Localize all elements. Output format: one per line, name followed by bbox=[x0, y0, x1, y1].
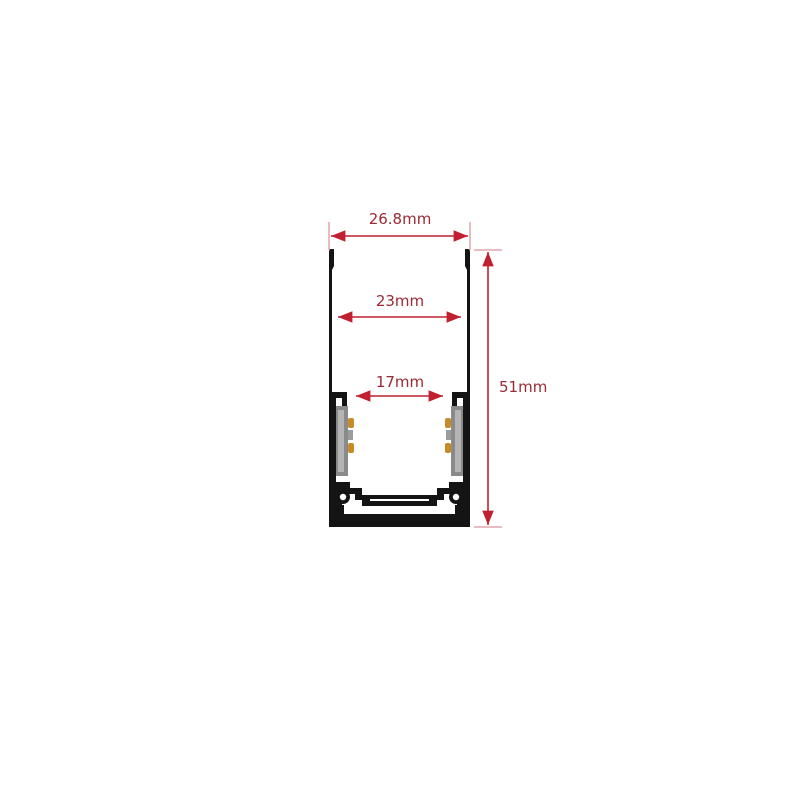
profile-ledge-left bbox=[336, 482, 362, 500]
contact-right-top bbox=[445, 418, 451, 428]
screw-hole-left bbox=[339, 493, 347, 501]
screw-channel-holes bbox=[339, 493, 460, 501]
insert-right-step bbox=[446, 430, 451, 440]
conductor-insert-right bbox=[445, 406, 463, 476]
profile-left-wall bbox=[329, 249, 347, 527]
contact-left-bottom bbox=[348, 443, 354, 453]
dimension-lines bbox=[331, 230, 494, 525]
profile-right-wall bbox=[452, 249, 470, 527]
dim-label-height: 51mm bbox=[499, 378, 547, 396]
dim-label-outer-width: 26.8mm bbox=[369, 210, 432, 228]
profile-base bbox=[336, 505, 463, 527]
insert-left-step bbox=[348, 430, 353, 440]
profile-ledge-right bbox=[437, 482, 463, 500]
bridge-slot bbox=[370, 499, 429, 501]
contact-left-top bbox=[348, 418, 354, 428]
dim-label-channel-width: 17mm bbox=[376, 373, 424, 391]
profile-hook-left bbox=[342, 398, 347, 408]
dim-label-inner-width: 23mm bbox=[376, 292, 424, 310]
screw-hole-right bbox=[452, 493, 460, 501]
insert-right-highlight bbox=[455, 410, 461, 472]
conductor-insert-left bbox=[336, 406, 354, 476]
extension-lines bbox=[328, 222, 502, 528]
profile-hook-right bbox=[452, 398, 457, 408]
insert-left-highlight bbox=[338, 410, 344, 472]
contact-right-bottom bbox=[445, 443, 451, 453]
